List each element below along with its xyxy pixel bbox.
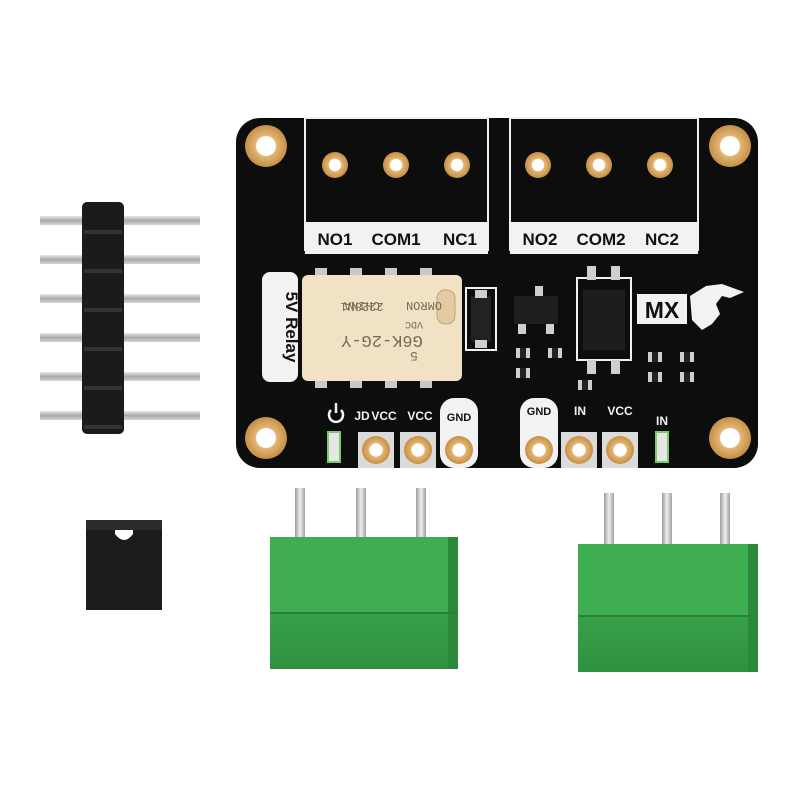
relay-top-tab [436,289,456,325]
terminal-pad-nc1 [444,152,470,178]
opto-pin-4 [611,360,620,374]
mount-hole-tr [709,125,751,167]
smd-resistor-body [552,348,558,358]
terminal-top-band-2 [578,544,758,616]
terminal-pin-6 [720,493,730,549]
header-pad [525,436,553,464]
smd-resistor-body [582,380,588,390]
label-strip-left [305,222,488,254]
header-body [82,202,124,434]
mount-hole-br [709,417,751,459]
smd-resistor-body [652,372,658,382]
side-label-box [262,272,298,382]
terminal-pad-nc2 [647,152,673,178]
jumper-top-face [86,520,162,530]
pin-label-vcc-right: VCC [607,404,633,418]
relay-text-lot: 2228N1 [340,299,383,313]
terminal-label-com1: COM1 [371,230,420,249]
relay-text-origin: CHINA [343,298,380,312]
relay-text-series: G6K-2G-Y [341,330,423,349]
diode-pad-top [475,290,487,298]
terminal-label-no1: NO1 [318,230,353,249]
header-pad [565,436,593,464]
signal-led [655,431,669,463]
transistor-leg-1 [535,286,543,296]
jumper-cap [86,520,162,610]
terminal-pin-5 [662,493,672,549]
brand-text: MX [645,297,680,323]
header-ridge [84,347,122,351]
header-ridge [84,425,122,429]
mount-hole-bl [245,417,287,459]
terminal-block-left [270,488,458,669]
brand-box [637,294,687,324]
diode-pad-bot [475,340,487,348]
pin-label-jd: JD [354,409,370,423]
terminal-pad-no1 [322,152,348,178]
terminal-pin-1 [295,488,305,544]
side-label: 5V Relay [282,292,301,363]
smd-resistor-body [684,372,690,382]
diode-body [471,296,491,342]
transistor-leg-3 [546,324,554,334]
header-pads [358,432,638,468]
optocoupler-outline [576,277,632,361]
header-pad [445,436,473,464]
relay-text-brand: OMRON [406,298,442,312]
header-ridge [84,308,122,312]
terminal-top-band [270,537,458,613]
relay-board: NO1 COM1 NC1 NO2 COM2 NC2 5V Relay G6K-2… [236,117,758,468]
header-ridges [84,230,122,429]
pin-label-gnd-left: GND [447,412,472,424]
relay-text-vdc: VDC [405,318,423,329]
terminal-label-com2: COM2 [576,230,625,249]
terminal-pin-4 [604,493,614,549]
terminal-label-nc2: NC2 [645,230,679,249]
header-ridge [84,230,122,234]
header-pad [362,436,390,464]
led-label-in: IN [656,414,668,428]
terminal-pad-com1 [383,152,409,178]
pin-header [40,202,200,434]
pin-label-vcc1: VCC [371,409,397,423]
mount-hole-tl [245,125,287,167]
terminal-label-nc1: NC1 [443,230,477,249]
header-ridge [84,269,122,273]
smd-resistor-body [520,348,526,358]
label-strip-right [510,222,698,254]
header-pad [404,436,432,464]
optocoupler-body [583,290,625,350]
terminal-pin-3 [416,488,426,544]
transistor-leg-2 [518,324,526,334]
diode-outline [465,287,497,351]
header-pad [606,436,634,464]
header-ridge [84,386,122,390]
terminal-pad-com2 [586,152,612,178]
relay: G6K-2G-Y 5 VDC CHINA 2228N1 OMRON [302,268,462,388]
smd-resistor-body [684,352,690,362]
terminal-label-no2: NO2 [523,230,558,249]
relay-text-volt: 5 [410,348,418,363]
terminal-pad-no2 [525,152,551,178]
opto-pin-2 [611,266,620,280]
smd-parts [516,348,694,390]
terminal-side-2 [748,544,758,672]
terminal-block-right [578,493,758,672]
pin-label-in: IN [574,404,586,418]
power-icon [327,403,345,424]
terminal-side [448,537,458,669]
relay-body [302,275,462,381]
terminal-pin-2 [356,488,366,544]
pin-label-gnd-right: GND [527,406,552,418]
pin-label-vcc2: VCC [407,409,433,423]
opto-pin-1 [587,266,596,280]
smd-resistor-body [520,368,526,378]
jumper-body [86,520,162,610]
opto-pin-3 [587,360,596,374]
power-led [327,431,341,463]
smd-resistor-body [652,352,658,362]
transistor-body [514,296,558,324]
eagle-logo-icon [690,284,744,330]
